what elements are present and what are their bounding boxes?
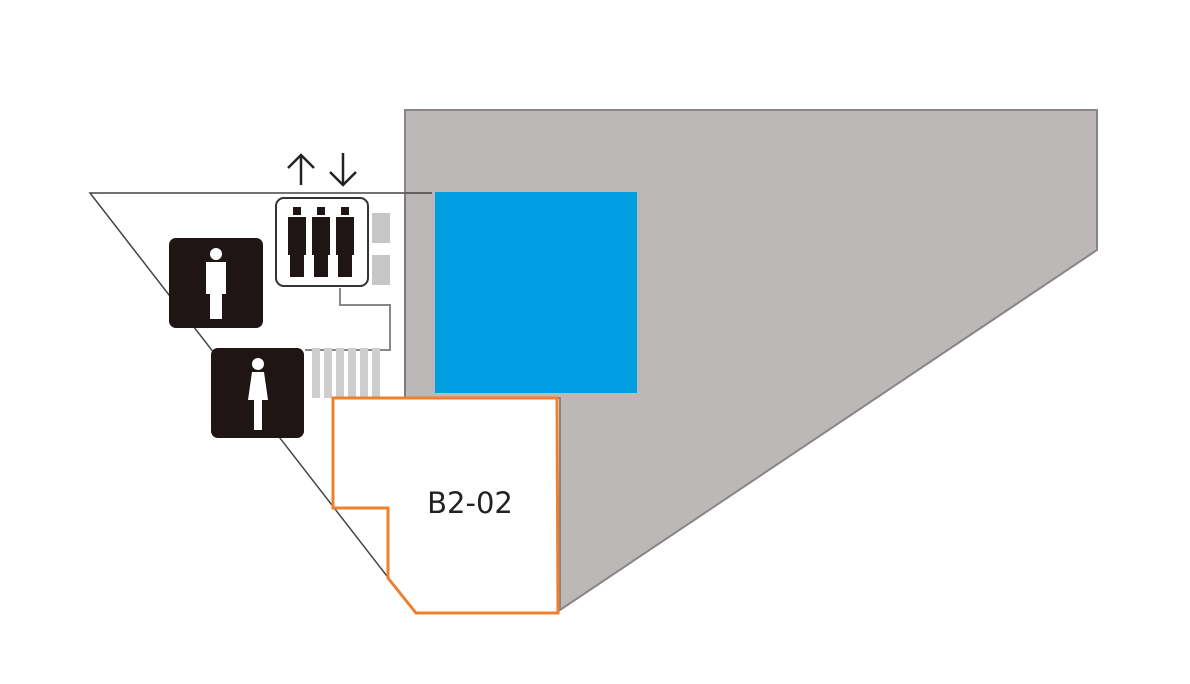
down-arrow-icon [329,153,357,187]
stairs-icon [312,348,380,398]
highlight-area[interactable] [435,192,637,393]
female-restroom-icon[interactable] [211,348,304,438]
up-arrow-icon [287,153,315,185]
unit-label: B2-02 [427,486,513,520]
elevator-icon[interactable] [275,197,369,287]
male-restroom-icon[interactable] [169,238,263,328]
unit-b2-02[interactable]: B2-02 [331,396,560,615]
corridor-outline [88,192,432,581]
